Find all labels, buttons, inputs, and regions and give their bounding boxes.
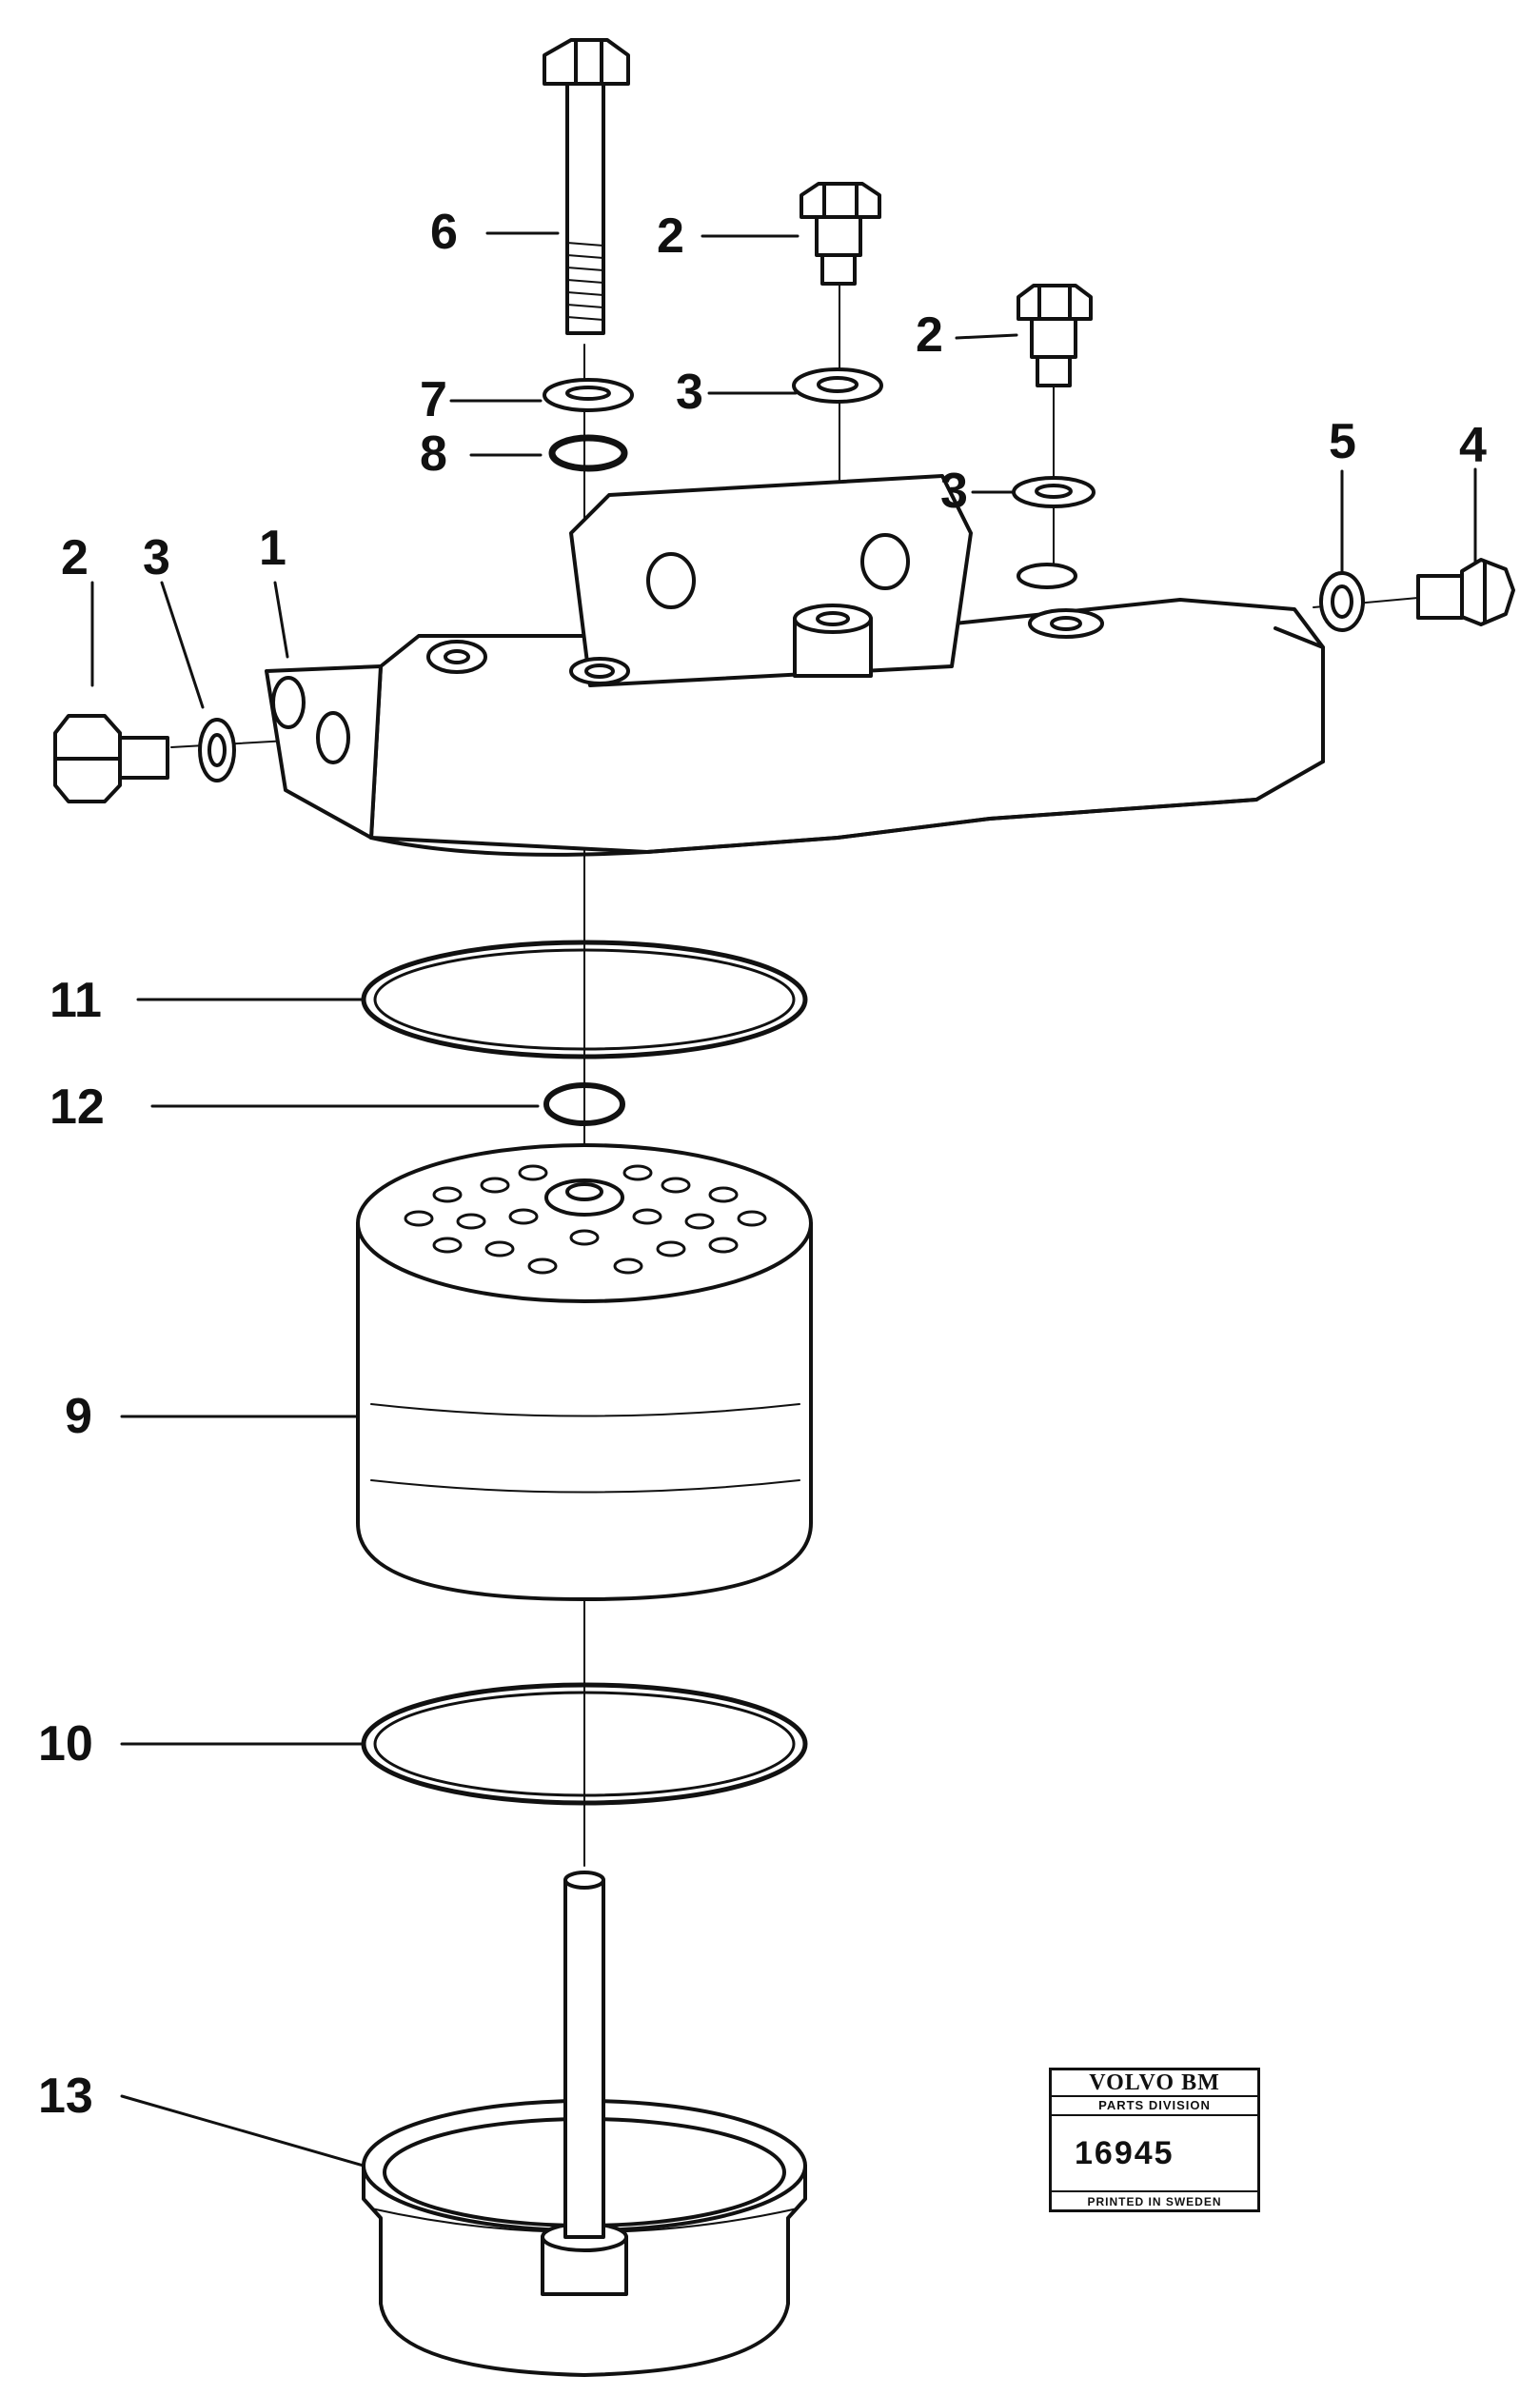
callout-bolt-6: 6 bbox=[430, 205, 458, 260]
washer-part-3-left bbox=[198, 718, 236, 782]
seal-ring-part-11 bbox=[361, 940, 808, 1059]
stamp-number: 16945 bbox=[1052, 2116, 1257, 2192]
washer-part-3-right bbox=[1012, 476, 1096, 508]
washer-part-7 bbox=[543, 378, 634, 412]
plug-right bbox=[1416, 558, 1515, 626]
plug-left bbox=[53, 714, 169, 803]
housing-part-1 bbox=[265, 474, 1325, 857]
washer-part-3-center bbox=[792, 367, 883, 404]
callout-washer-5: 5 bbox=[1329, 414, 1356, 469]
filter-cartridge-part-9 bbox=[356, 1143, 813, 1601]
leader-lines bbox=[90, 231, 1477, 2168]
banjo-bolt-right bbox=[1017, 284, 1093, 387]
bolt-part-6 bbox=[543, 38, 630, 335]
stamp-brand: VOLVO BM bbox=[1052, 2070, 1257, 2097]
callout-plug-4: 4 bbox=[1459, 418, 1487, 473]
callout-washer-3-right: 3 bbox=[940, 464, 968, 519]
washer-part-5 bbox=[1319, 571, 1365, 632]
callout-o-ring-12: 12 bbox=[49, 1079, 105, 1135]
o-ring-part-12 bbox=[543, 1082, 625, 1126]
filter-bowl-part-13 bbox=[362, 1871, 807, 2377]
callout-filter-bowl-13: 13 bbox=[38, 2069, 93, 2124]
callout-seal-ring-11: 11 bbox=[49, 973, 102, 1028]
seal-ring-part-10 bbox=[361, 1682, 808, 1806]
callout-washer-3-center: 3 bbox=[676, 365, 703, 420]
callout-washer-3-left: 3 bbox=[143, 530, 170, 585]
callout-banjo-bolt-2-center: 2 bbox=[657, 208, 684, 264]
callout-filter-cartridge-9: 9 bbox=[65, 1389, 92, 1444]
callout-ring-8: 8 bbox=[420, 426, 447, 482]
callout-seal-ring-10: 10 bbox=[38, 1716, 93, 1772]
callout-washer-7: 7 bbox=[420, 372, 447, 427]
banjo-bolt-center bbox=[800, 182, 881, 286]
ring-part-8 bbox=[548, 434, 628, 472]
stamp-division: PARTS DIVISION bbox=[1052, 2097, 1257, 2116]
callout-housing-1: 1 bbox=[259, 521, 286, 576]
stamp-printed: PRINTED IN SWEDEN bbox=[1087, 2195, 1222, 2208]
callout-banjo-bolt-2-right: 2 bbox=[916, 307, 943, 363]
parts-stamp: VOLVO BM PARTS DIVISION 16945 PRINTED IN… bbox=[1049, 2068, 1260, 2212]
callout-plug-2-left: 2 bbox=[61, 530, 89, 585]
